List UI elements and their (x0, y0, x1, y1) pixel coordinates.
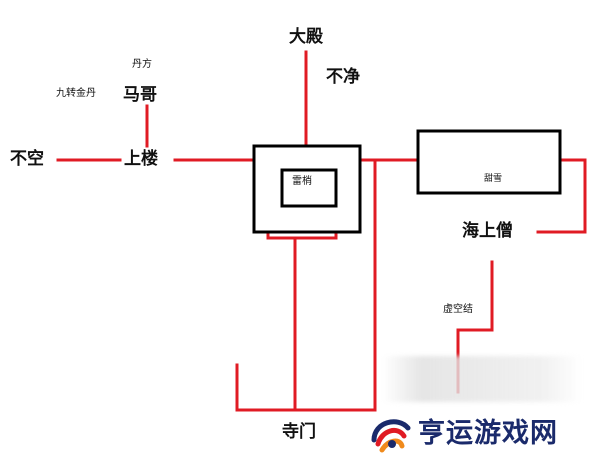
label-bukong: 不空 (10, 149, 44, 169)
label-simen: 寺门 (282, 422, 316, 442)
label-mage: 马哥 (123, 85, 157, 105)
temple-outer-box (252, 144, 362, 234)
label-shanglou: 上楼 (124, 149, 158, 169)
tianxue-box (416, 129, 562, 195)
watermark: 亨运游戏网 (366, 410, 586, 460)
label-xukongjie: 虚空结 (443, 304, 473, 315)
blurred-region (382, 356, 582, 402)
swirl-logo-icon (371, 419, 411, 453)
label-haishangseng: 海上僧 (462, 221, 513, 241)
label-tianxue: 甜雪 (484, 174, 503, 184)
label-jiuzhuan: 九转金丹 (56, 88, 96, 99)
label-leishao: 雷梢 (292, 176, 312, 187)
label-bujing: 不净 (326, 67, 360, 87)
label-danfang: 丹方 (132, 59, 152, 70)
watermark-text: 亨运游戏网 (418, 418, 558, 449)
leishao-inner-box (280, 168, 338, 208)
label-dadian: 大殿 (289, 27, 323, 47)
